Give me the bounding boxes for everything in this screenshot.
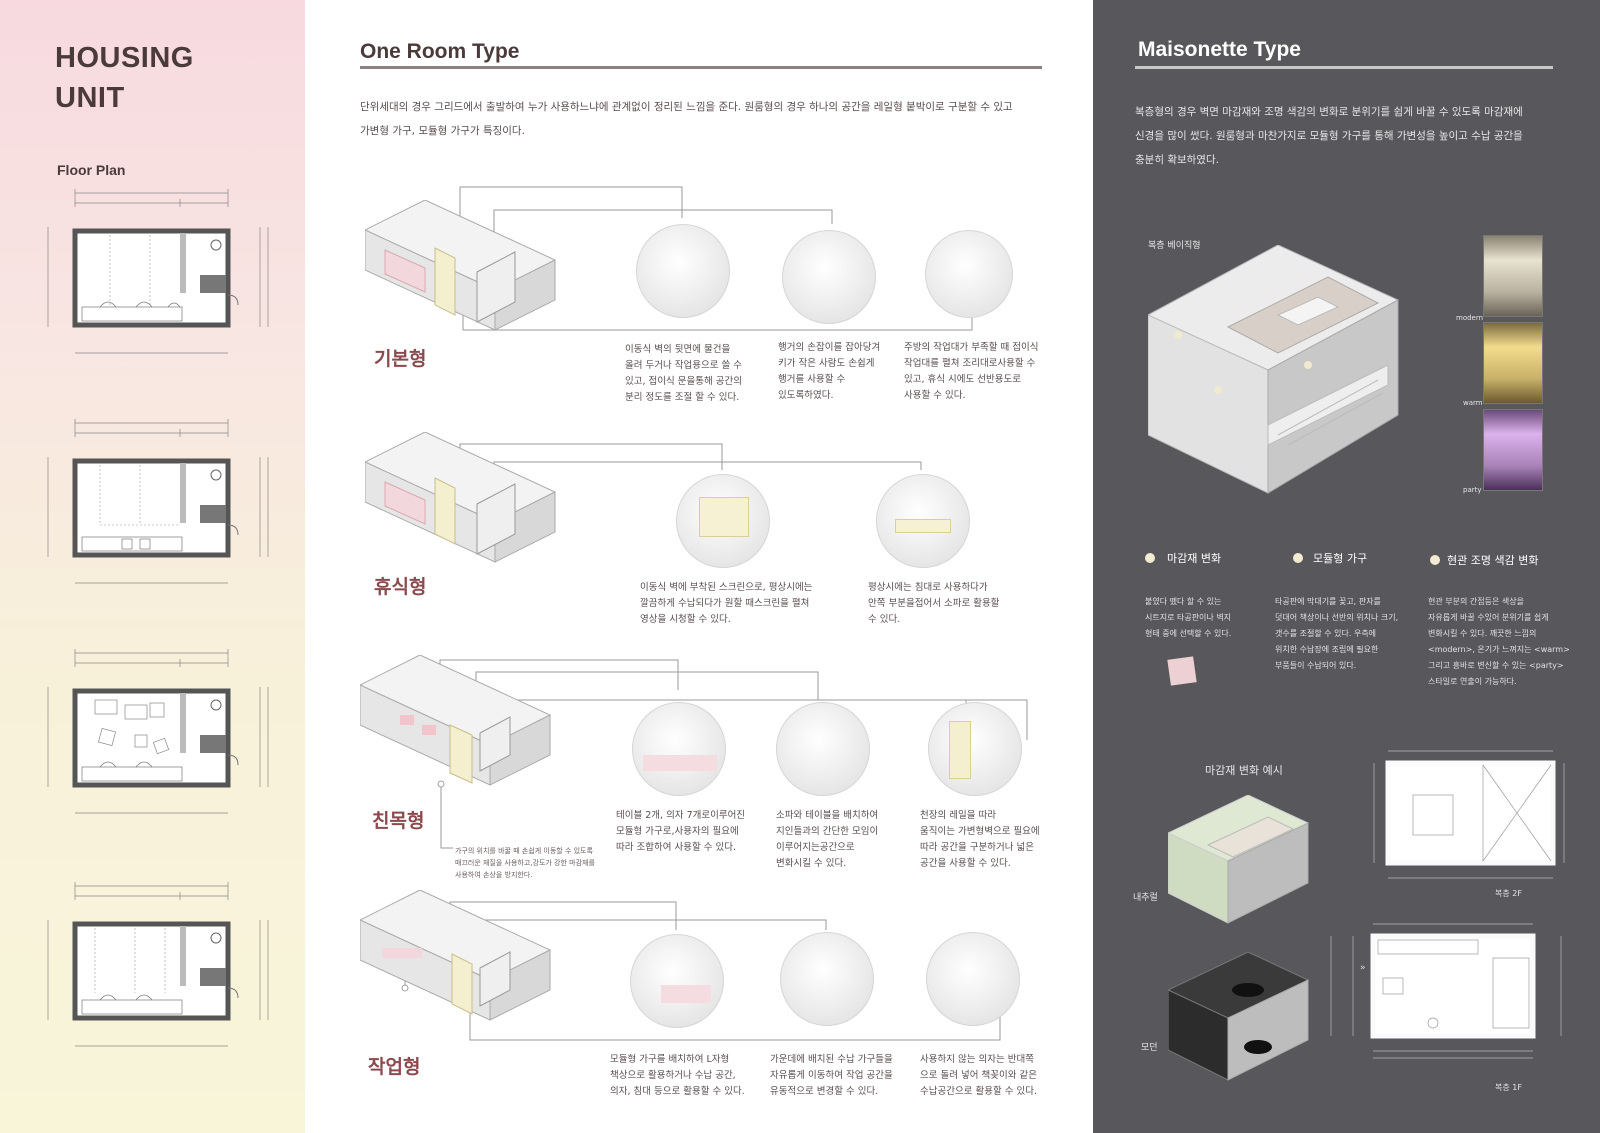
detail-circle-chair: [926, 932, 1020, 1026]
lighting-modern-thumb: [1483, 235, 1543, 317]
one-room-rule: [360, 66, 1042, 69]
feature-1-marker: [1145, 553, 1155, 563]
lighting-warm-thumb: [1483, 322, 1543, 404]
detail-circle-shelf: [636, 224, 730, 318]
caption-social-3: 천장의 레일을 따라 움직이는 가변형벽으로 필요에 따라 공간을 구분하거나 …: [920, 810, 1040, 869]
desk-icon: [661, 985, 711, 1003]
iso-modern: [1168, 952, 1310, 1081]
maisonette-intro-line-2: 신경을 많이 썼다. 원룸형과 마찬가지로 모듈형 가구를 통해 가변성을 높이…: [1135, 130, 1523, 142]
type-label-basic: 기본형: [374, 348, 427, 370]
feature-2-body: 타공판에 막대기를 꽂고, 판자를 덧대어 책상이나 선반의 위치나 크기, 갯…: [1275, 597, 1399, 670]
feature-3-marker: [1430, 555, 1440, 565]
right-panel: Maisonette Type 복층형의 경우 벽면 마감재와 조명 색감의 변…: [1093, 0, 1600, 1133]
caption-basic-1: 이동식 벽의 뒷면에 물건을 올려 두거나 작업용으로 쓸 수 있고, 접이식 …: [625, 344, 742, 403]
entry-arrow-icon: »: [1360, 963, 1366, 973]
finish-sample-icon: [1167, 656, 1197, 686]
caption-social-note: 가구의 위치를 바꿀 때 손쉽게 이동할 수 있도록 매끄러운 재질을 사용하고…: [455, 847, 595, 879]
iso-unit-work: [360, 890, 552, 1021]
one-room-title: One Room Type: [360, 40, 520, 63]
feature-1-body: 붙였다 뗐다 할 수 있는 시트지로 타공판이나 벽지 형태 중에 선택할 수 …: [1145, 597, 1232, 638]
module-furniture-icon: [643, 755, 717, 771]
floor-plan-social: [47, 649, 269, 814]
finish-example-label: 마감재 변화 예시: [1205, 764, 1283, 777]
floor-plan-label: Floor Plan: [57, 162, 126, 178]
maisonette-title: Maisonette Type: [1138, 38, 1301, 61]
title-line-2: UNIT: [55, 82, 125, 114]
iso-unit-social: [360, 655, 552, 786]
caption-social-2: 소파와 테이블을 배치하여 지인들과의 간단한 모임이 이루어지는공간으로 변화…: [776, 810, 879, 869]
caption-rest-2: 평상시에는 침대로 사용하다가 안쪽 부분을접어서 소파로 활용할 수 있다.: [868, 582, 1000, 625]
detail-circle-screen: [676, 474, 770, 568]
iso-basic-label: 복층 베이직형: [1148, 241, 1201, 251]
caption-basic-2: 행거의 손잡이를 잡아당겨 키가 작은 사람도 손쉽게 행거를 사용할 수 있도…: [778, 342, 881, 401]
maisonette-intro-line-1: 복층형의 경우 벽면 마감재와 조명 색감의 변화로 분위기를 쉽게 바꿀 수 …: [1135, 106, 1523, 118]
floor-plan-work: [47, 882, 269, 1047]
type-label-work: 작업형: [368, 1056, 421, 1078]
movable-wall-icon: [949, 721, 971, 779]
maisonette-intro-line-3: 충분히 확보하였다.: [1135, 154, 1219, 166]
one-room-intro-line-1: 단위세대의 경우 그리드에서 출발하여 누가 사용하느냐에 관계없이 정리된 느…: [360, 101, 1013, 113]
title-line-1: HOUSING: [55, 42, 194, 74]
housing-unit-title: HOUSING UNIT: [55, 38, 194, 118]
detail-circle-table: [925, 230, 1013, 318]
maisonette-rule: [1135, 66, 1553, 69]
caption-social-1: 테이블 2개, 의자 7개로이루어진 모듈형 가구로,사용자의 필요에 따라 조…: [616, 810, 746, 853]
lighting-warm-label: warm: [1463, 399, 1483, 407]
detail-circle-gathering: [776, 702, 870, 796]
caption-rest-1: 이동식 벽에 부착된 스크린으로, 평상시에는 깔끔하게 수납되다가 원할 때스…: [640, 582, 813, 625]
one-room-intro: 단위세대의 경우 그리드에서 출발하여 누가 사용하느냐에 관계없이 정리된 느…: [360, 95, 1050, 143]
maisonette-iso: [1148, 245, 1400, 494]
iso-unit-basic: [365, 200, 557, 331]
one-room-intro-line-2: 가변형 가구, 모듈형 가구가 특징이다.: [360, 125, 525, 137]
detail-circle-desk: [630, 934, 724, 1028]
lighting-modern-label: modern: [1456, 314, 1484, 322]
maisonette-plan-1f: »: [1330, 923, 1562, 1059]
detail-circle-wall: [928, 702, 1022, 796]
maisonette-intro: 복층형의 경우 벽면 마감재와 조명 색감의 변화로 분위기를 쉽게 바꿀 수 …: [1135, 100, 1565, 172]
detail-circle-hanger: [782, 230, 876, 324]
detail-circle-storage: [780, 932, 874, 1026]
floor-plan-basic: [47, 189, 269, 354]
feature-3-title: 현관 조명 색감 변화: [1447, 554, 1539, 567]
detail-circle-sofa-bed: [876, 474, 970, 568]
caption-basic-3: 주방의 작업대가 부족할 때 접이식 작업대를 펼쳐 조리대로사용할 수 있고,…: [904, 342, 1039, 401]
sofa-bed-icon: [895, 519, 951, 533]
feature-3-body: 현관 부분의 간접등은 색상을 자유롭게 바꿀 수있어 분위기를 쉽게 변화시킬…: [1428, 597, 1570, 686]
left-panel: HOUSING UNIT Floor Plan: [0, 0, 305, 1133]
feature-2-title: 모듈형 가구: [1313, 552, 1368, 565]
lighting-party-thumb: [1483, 409, 1543, 491]
detail-circle-module: [632, 702, 726, 796]
feature-2-marker: [1293, 553, 1303, 563]
caption-work-3: 사용하지 않는 의자는 반대쪽 으로 돌려 넣어 책꽂이와 같은 수납공간으로 …: [920, 1054, 1037, 1097]
caption-work-2: 가운데에 배치된 수납 가구들을 자유롭게 이동하여 작업 공간을 유동적으로 …: [770, 1054, 893, 1097]
iso-natural: [1168, 795, 1310, 924]
feature-1-title: 마감재 변화: [1167, 552, 1222, 565]
screen-icon: [699, 497, 749, 537]
lighting-party-label: party: [1463, 486, 1482, 494]
type-label-social: 친목형: [372, 810, 425, 832]
floor1-label: 복층 1F: [1495, 1083, 1522, 1092]
type-label-rest: 휴식형: [374, 576, 427, 598]
modern-label: 모던: [1141, 1043, 1158, 1053]
maisonette-plan-2f: [1373, 750, 1565, 879]
natural-label: 내추럴: [1133, 893, 1158, 903]
floor-plan-rest: [47, 419, 269, 584]
floor2-label: 복층 2F: [1495, 889, 1522, 898]
iso-unit-rest: [365, 432, 557, 563]
caption-work-1: 모듈형 가구를 배치하여 L자형 책상으로 활용하거나 수납 공간, 의자, 침…: [610, 1054, 745, 1097]
